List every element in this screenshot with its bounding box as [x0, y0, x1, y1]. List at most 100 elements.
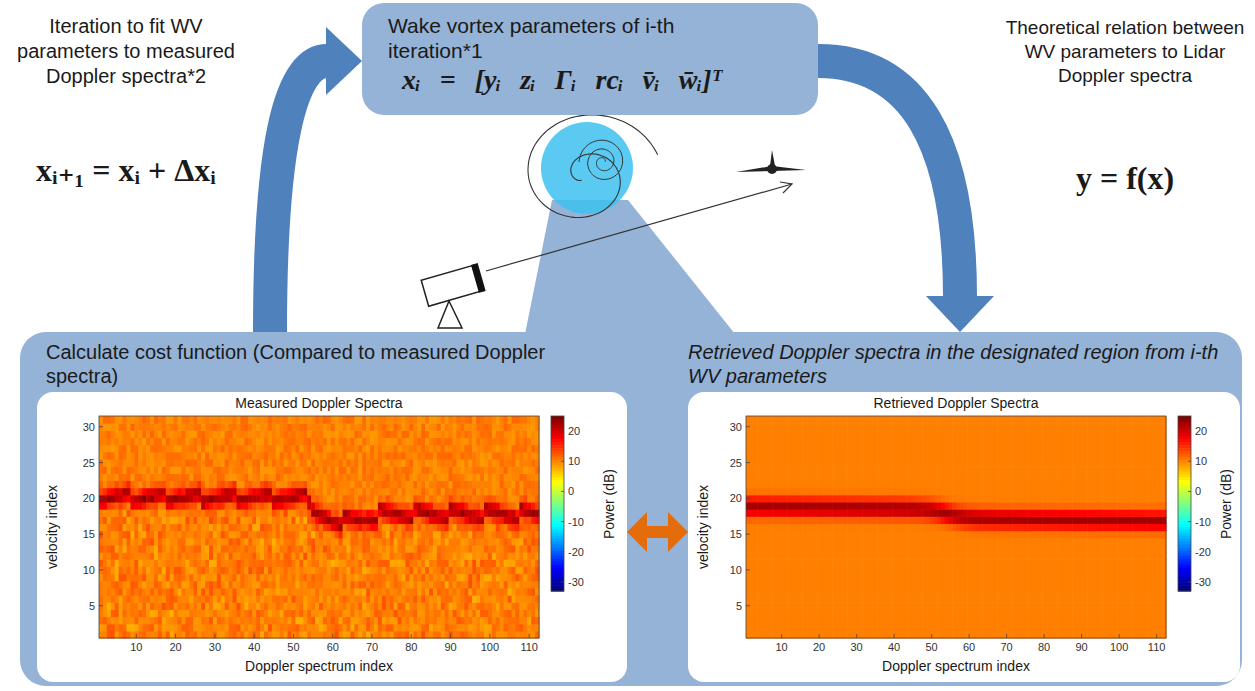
- heat-cell: [347, 574, 352, 582]
- heat-cell: [111, 545, 116, 553]
- heat-cell: [185, 574, 190, 582]
- heat-cell: [311, 523, 316, 531]
- heat-cell: [150, 609, 155, 617]
- heat-cell: [299, 538, 304, 546]
- heat-cell: [213, 609, 218, 617]
- heat-cell: [327, 609, 332, 617]
- heat-cell: [327, 423, 332, 431]
- heat-cell: [99, 488, 104, 496]
- heat-cell: [182, 416, 187, 424]
- axis-label: velocity index: [44, 485, 60, 569]
- heat-cell: [138, 466, 143, 474]
- heat-cell: [229, 588, 234, 596]
- heat-cell: [174, 574, 179, 582]
- heat-cell: [154, 445, 159, 453]
- heat-cell: [284, 445, 289, 453]
- heat-cell: [299, 452, 304, 460]
- heat-cell: [138, 480, 143, 488]
- heat-cell: [272, 473, 277, 481]
- heat-cell: [229, 602, 234, 610]
- heat-cell: [134, 423, 139, 431]
- heat-cell: [189, 502, 194, 510]
- heat-cell: [115, 631, 120, 639]
- heat-cell: [327, 430, 332, 438]
- heat-cell: [99, 523, 104, 531]
- heat-cell: [315, 617, 320, 625]
- heat-cell: [107, 602, 112, 610]
- heat-cell: [217, 452, 222, 460]
- heat-cell: [303, 430, 308, 438]
- heat-cell: [237, 559, 242, 567]
- heat-cell: [205, 423, 210, 431]
- heat-cell: [237, 609, 242, 617]
- heat-cell: [284, 531, 289, 539]
- heat-cell: [185, 588, 190, 596]
- heat-cell: [127, 624, 132, 632]
- heat-cell: [189, 523, 194, 531]
- heat-cell: [299, 459, 304, 467]
- heat-cell: [178, 624, 183, 632]
- heat-cell: [174, 502, 179, 510]
- heat-cell: [264, 502, 269, 510]
- heat-cell: [158, 416, 163, 424]
- heat-cell: [182, 423, 187, 431]
- heat-cell: [229, 495, 234, 503]
- heat-cell: [311, 559, 316, 567]
- heat-cell: [197, 430, 202, 438]
- heat-cell: [150, 416, 155, 424]
- heat-cell: [189, 480, 194, 488]
- heat-cell: [343, 523, 348, 531]
- heat-cell: [103, 516, 108, 524]
- heat-cell: [303, 502, 308, 510]
- heat-cell: [209, 552, 214, 560]
- heat-cell: [119, 602, 124, 610]
- heat-cell: [162, 631, 167, 639]
- heat-cell: [276, 502, 281, 510]
- heat-cell: [182, 473, 187, 481]
- heat-cell: [130, 473, 135, 481]
- heat-cell: [209, 488, 214, 496]
- heat-cell: [240, 416, 245, 424]
- heat-cell: [260, 459, 265, 467]
- heat-cell: [197, 574, 202, 582]
- heat-cell: [264, 466, 269, 474]
- heat-cell: [142, 545, 147, 553]
- heat-cell: [178, 452, 183, 460]
- heat-cell: [99, 574, 104, 582]
- heat-cell: [323, 495, 328, 503]
- heat-cell: [107, 566, 112, 574]
- heat-cell: [189, 452, 194, 460]
- heat-cell: [130, 430, 135, 438]
- heat-cell: [174, 488, 179, 496]
- heat-cell: [115, 473, 120, 481]
- heat-cell: [138, 437, 143, 445]
- heat-cell: [260, 488, 265, 496]
- process-panel: Measured Doppler Spectravelocity indexDo…: [20, 332, 1242, 686]
- heat-cell: [197, 516, 202, 524]
- heat-cell: [154, 452, 159, 460]
- heat-cell: [221, 545, 226, 553]
- heat-cell: [119, 452, 124, 460]
- heat-cell: [252, 523, 257, 531]
- heat-cell: [303, 602, 308, 610]
- heat-cell: [162, 609, 167, 617]
- heat-cell: [315, 552, 320, 560]
- heat-cell: [115, 595, 120, 603]
- heat-cell: [315, 609, 320, 617]
- heat-cell: [217, 624, 222, 632]
- heat-cell: [264, 416, 269, 424]
- heat-cell: [237, 624, 242, 632]
- heat-cell: [315, 559, 320, 567]
- heat-cell: [319, 416, 324, 424]
- heat-cell: [154, 423, 159, 431]
- heat-cell: [292, 588, 297, 596]
- heat-cell: [268, 609, 273, 617]
- heat-cell: [182, 595, 187, 603]
- heat-cell: [189, 473, 194, 481]
- heat-cell: [229, 502, 234, 510]
- heat-cell: [142, 516, 147, 524]
- heat-cell: [268, 430, 273, 438]
- heat-cell: [182, 502, 187, 510]
- heat-cell: [154, 538, 159, 546]
- heat-cell: [335, 509, 340, 517]
